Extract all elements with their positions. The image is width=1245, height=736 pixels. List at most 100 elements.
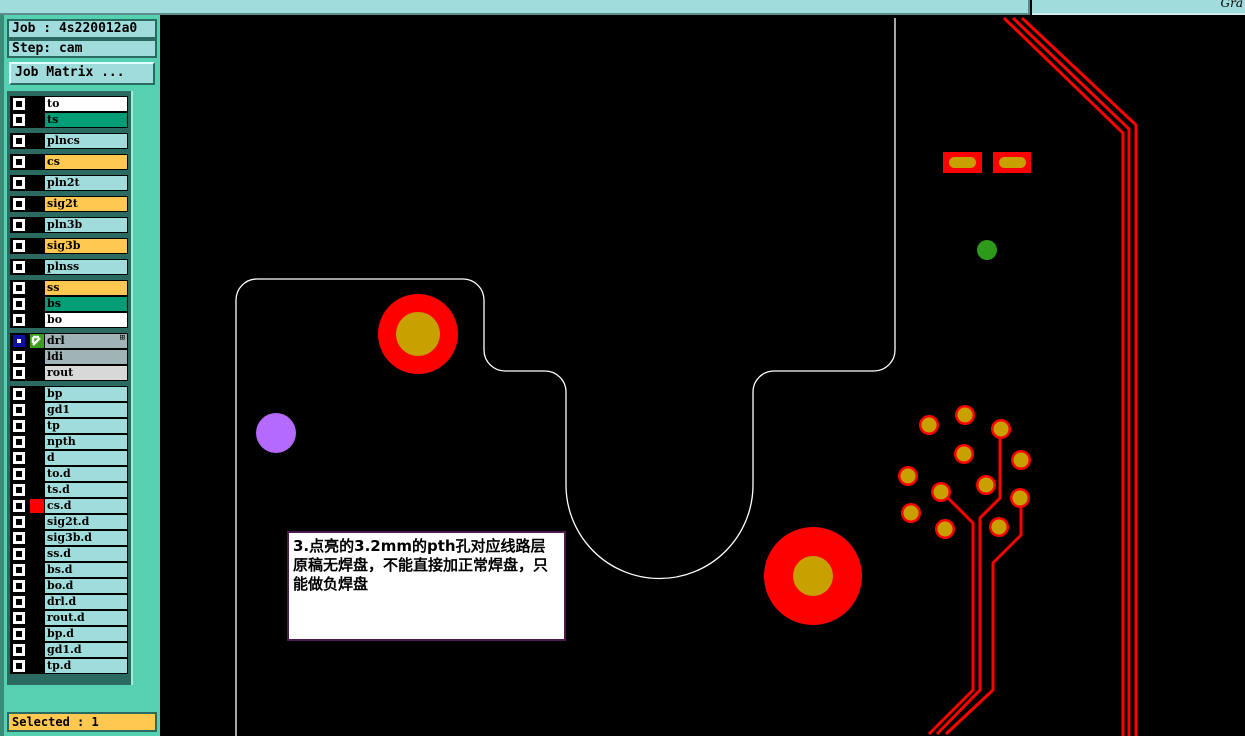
- layer-checkbox[interactable]: [13, 388, 25, 400]
- board-outline: [235, 18, 896, 736]
- selected-count: Selected : 1: [7, 712, 157, 732]
- layer-row-bo-d[interactable]: bo.d: [10, 578, 128, 594]
- round-pad: [955, 405, 975, 425]
- trace-bundle-tree: [927, 428, 1023, 736]
- layer-row-tp-d[interactable]: tp.d: [10, 658, 128, 674]
- layer-row-to[interactable]: to: [10, 96, 128, 112]
- round-pad: [954, 444, 974, 464]
- layer-checkbox[interactable]: [13, 240, 25, 252]
- layer-name: sig3b.d: [45, 531, 127, 545]
- layer-row-drl[interactable]: drl⊞: [10, 333, 128, 349]
- layer-group: plnss: [10, 259, 128, 275]
- layer-name: d: [45, 451, 127, 465]
- layer-name: cs.d: [45, 499, 127, 513]
- layer-checkbox[interactable]: [13, 644, 25, 656]
- layer-row-cs-d[interactable]: cs.d: [10, 498, 128, 514]
- layer-row-bs-d[interactable]: bs.d: [10, 562, 128, 578]
- layer-row-ldi[interactable]: ldi: [10, 349, 128, 365]
- layer-checkbox[interactable]: [13, 452, 25, 464]
- layer-checkbox[interactable]: [13, 500, 25, 512]
- layer-row-sig2t-d[interactable]: sig2t.d: [10, 514, 128, 530]
- layer-row-rout-d[interactable]: rout.d: [10, 610, 128, 626]
- layer-checkbox[interactable]: [13, 135, 25, 147]
- layer-row-ss-d[interactable]: ss.d: [10, 546, 128, 562]
- layer-checkbox[interactable]: [13, 436, 25, 448]
- layer-checkbox[interactable]: [13, 177, 25, 189]
- layer-row-to-d[interactable]: to.d: [10, 466, 128, 482]
- layer-row-bo[interactable]: bo: [10, 312, 128, 328]
- layer-name: bo.d: [45, 579, 127, 593]
- affected-layer-marker[interactable]: [30, 499, 44, 513]
- layer-group: cs: [10, 154, 128, 170]
- round-pad: [931, 482, 951, 502]
- layer-name: tp: [45, 419, 127, 433]
- round-pad: [898, 466, 918, 486]
- trace-bundle-right: [1002, 16, 1138, 736]
- layer-checkbox[interactable]: [13, 628, 25, 640]
- layer-checkbox[interactable]: [13, 98, 25, 110]
- layer-checkbox[interactable]: [13, 314, 25, 326]
- layer-row-bp-d[interactable]: bp.d: [10, 626, 128, 642]
- layer-checkbox[interactable]: [13, 261, 25, 273]
- layer-checkbox[interactable]: [13, 114, 25, 126]
- layer-row-tp[interactable]: tp: [10, 418, 128, 434]
- layer-row-plncs[interactable]: plncs: [10, 133, 128, 149]
- layer-row-gd1[interactable]: gd1: [10, 402, 128, 418]
- layer-name: bs.d: [45, 563, 127, 577]
- layer-checkbox[interactable]: [13, 532, 25, 544]
- layer-name: sig3b: [45, 239, 127, 253]
- layer-row-ss[interactable]: ss: [10, 280, 128, 296]
- layer-row-pln3b[interactable]: pln3b: [10, 217, 128, 233]
- layer-row-sig3b[interactable]: sig3b: [10, 238, 128, 254]
- layer-checkbox[interactable]: [13, 420, 25, 432]
- layer-checkbox[interactable]: [13, 612, 25, 624]
- layer-row-gd1-d[interactable]: gd1.d: [10, 642, 128, 658]
- layer-row-ts[interactable]: ts: [10, 112, 128, 128]
- layer-name: gd1.d: [45, 643, 127, 657]
- round-pad: [976, 475, 996, 495]
- layer-name: plncs: [45, 134, 127, 148]
- layer-checkbox[interactable]: [13, 484, 25, 496]
- layer-row-sig3b-d[interactable]: sig3b.d: [10, 530, 128, 546]
- layer-row-drl-d[interactable]: drl.d: [10, 594, 128, 610]
- layer-group: sig2t: [10, 196, 128, 212]
- layer-checkbox[interactable]: [13, 548, 25, 560]
- layer-checkbox[interactable]: [13, 516, 25, 528]
- layer-row-sig2t[interactable]: sig2t: [10, 196, 128, 212]
- layer-group: pln2t: [10, 175, 128, 191]
- layer-list-scrollbar[interactable]: [131, 91, 157, 685]
- layer-checkbox[interactable]: [13, 219, 25, 231]
- layer-checkbox[interactable]: [13, 468, 25, 480]
- expand-icon[interactable]: ⊞: [119, 333, 125, 343]
- layer-checkbox[interactable]: [13, 367, 25, 379]
- layer-checkbox[interactable]: [13, 351, 25, 363]
- layer-checkbox[interactable]: [13, 156, 25, 168]
- layer-row-rout[interactable]: rout: [10, 365, 128, 381]
- layer-name: sig2t.d: [45, 515, 127, 529]
- layer-checkbox[interactable]: [13, 198, 25, 210]
- layer-row-plnss[interactable]: plnss: [10, 259, 128, 275]
- layer-checkbox[interactable]: [13, 564, 25, 576]
- layer-name: ts.d: [45, 483, 127, 497]
- layer-checkbox[interactable]: [13, 596, 25, 608]
- layer-row-bs[interactable]: bs: [10, 296, 128, 312]
- layer-row-npth[interactable]: npth: [10, 434, 128, 450]
- layer-checkbox[interactable]: [13, 335, 25, 347]
- job-matrix-button[interactable]: Job Matrix ...: [9, 62, 155, 85]
- annotation-note: 3.点亮的3.2mm的pth孔对应线路层原稿无焊盘，不能直接加正常焊盘，只能做负…: [287, 531, 566, 641]
- layer-row-pln2t[interactable]: pln2t: [10, 175, 128, 191]
- layer-row-cs[interactable]: cs: [10, 154, 128, 170]
- layer-row-bp[interactable]: bp: [10, 386, 128, 402]
- layer-row-d[interactable]: d: [10, 450, 128, 466]
- layer-checkbox[interactable]: [13, 298, 25, 310]
- layer-row-ts-d[interactable]: ts.d: [10, 482, 128, 498]
- layer-name: gd1: [45, 403, 127, 417]
- layer-name: rout.d: [45, 611, 127, 625]
- layer-checkbox[interactable]: [13, 660, 25, 672]
- layer-checkbox[interactable]: [13, 282, 25, 294]
- layer-checkbox[interactable]: [13, 404, 25, 416]
- layer-checkbox[interactable]: [13, 580, 25, 592]
